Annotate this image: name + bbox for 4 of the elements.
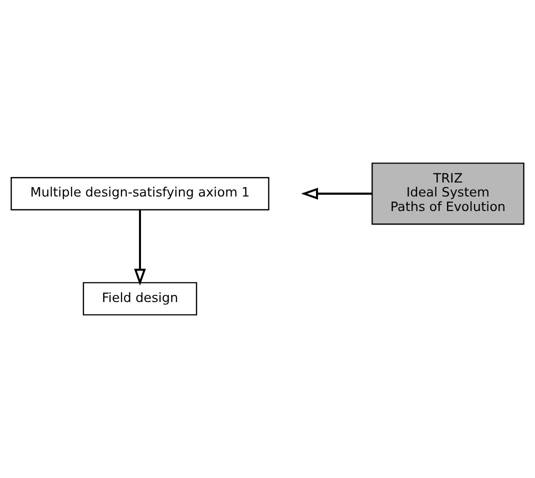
arrow [134, 210, 146, 286]
node-box: Field design [82, 282, 198, 316]
node-box: Multiple design-satisfying axiom 1 [10, 177, 270, 210]
node-box: TRIZ Ideal System Paths of Evolution [372, 162, 524, 225]
